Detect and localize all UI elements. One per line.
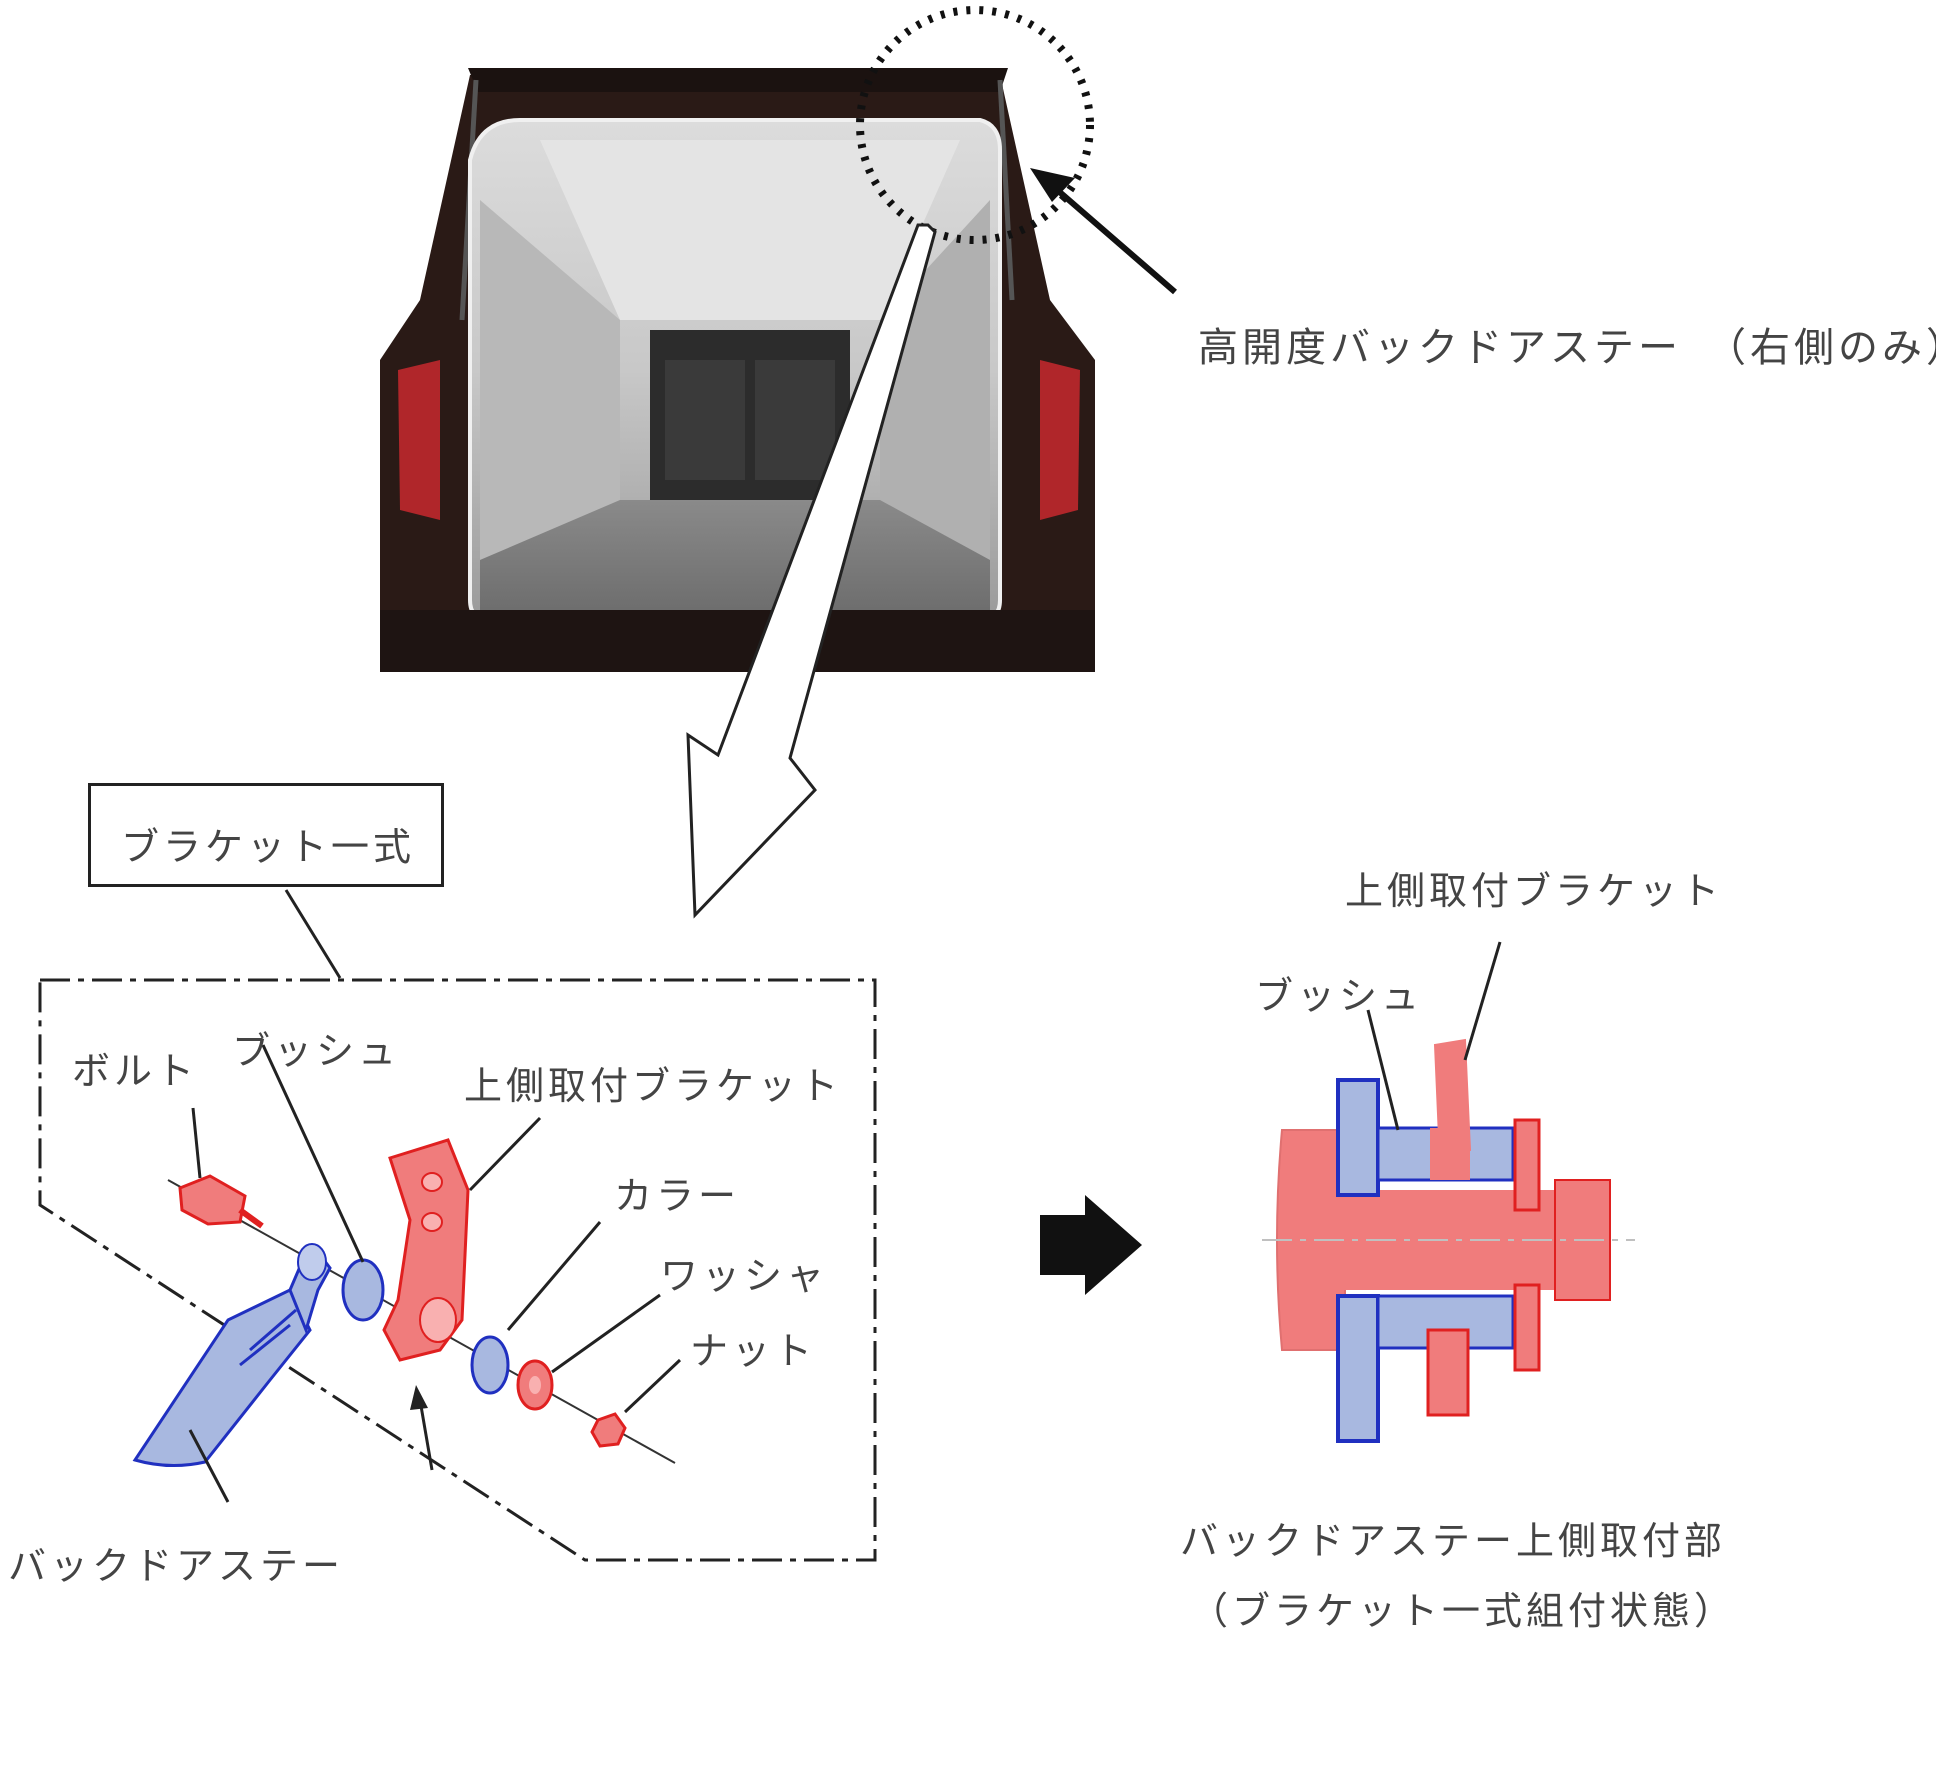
bush-part-left <box>341 1258 385 1322</box>
label-bolt: ボルト <box>72 1049 199 1093</box>
zoom-arrow <box>686 223 937 919</box>
group-label-box: ブラケット一式 <box>88 783 444 887</box>
label-bush: ブッシュ <box>232 1029 401 1073</box>
upper-bracket-part <box>382 1138 470 1362</box>
group-label: ブラケット一式 <box>121 825 416 869</box>
collar-part <box>470 1335 510 1395</box>
section-label-upper-bracket: 上側取付ブラケット <box>1345 869 1724 913</box>
van-rear-photo <box>380 68 1095 672</box>
label-back-door-stay: バックドアステー <box>8 1544 345 1588</box>
bracket-insert-arrow <box>410 1385 434 1471</box>
group-region <box>38 978 877 1562</box>
nut-part <box>590 1412 627 1448</box>
callout-arrow <box>1030 168 1177 295</box>
section-caption-line1: バックドアステー上側取付部 <box>1180 1519 1727 1563</box>
callout-label: 高開度バックドアステー （右側のみ） <box>1198 325 1936 371</box>
back-door-stay-part <box>132 1243 332 1468</box>
highlight-circle <box>856 6 1094 244</box>
section-view <box>1262 1038 1635 1443</box>
label-washer: ワッシャ <box>660 1254 829 1298</box>
group-leader <box>284 889 342 979</box>
result-arrow <box>1040 1195 1142 1295</box>
label-nut: ナット <box>690 1329 817 1373</box>
section-caption-line2: （ブラケット一式組付状態） <box>1190 1589 1737 1633</box>
section-label-bush: ブッシュ <box>1255 974 1424 1018</box>
label-upper-bracket: 上側取付ブラケット <box>464 1064 843 1108</box>
label-collar: カラー <box>614 1174 741 1218</box>
bolt-part <box>178 1174 264 1229</box>
